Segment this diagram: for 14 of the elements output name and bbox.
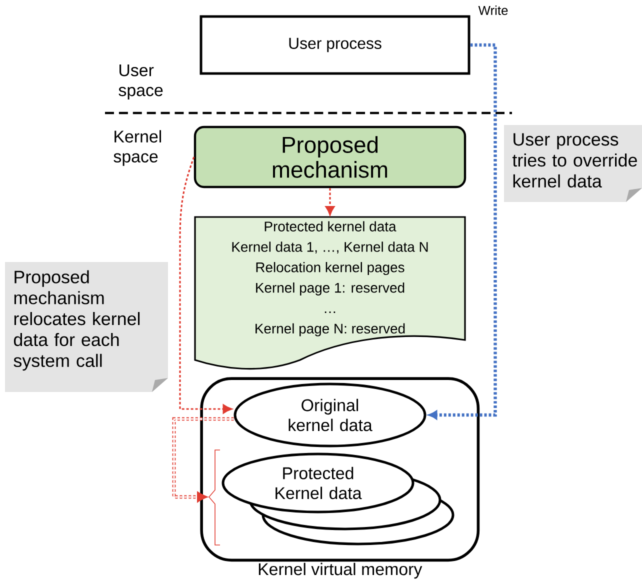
callout: User process tries to override kernel data bbox=[504, 125, 642, 202]
user-process-box: User process bbox=[200, 15, 470, 75]
edge-label: Write bbox=[478, 6, 508, 15]
node-label: Kernel virtual memory bbox=[258, 562, 422, 579]
arrow bbox=[172, 417, 234, 503]
arrow bbox=[325, 188, 335, 216]
stacked-ellipses: Protected Kernel data bbox=[208, 450, 454, 546]
side-label: User space bbox=[118, 64, 163, 100]
mechanism-box: Proposed mechanism bbox=[194, 126, 466, 188]
node-label: Protected bbox=[283, 466, 354, 480]
arrow bbox=[179, 156, 232, 414]
callout: Proposed mechanism relocates kernel data for each system call bbox=[5, 262, 168, 392]
arrow bbox=[428, 43, 497, 420]
side-label: Kernel space bbox=[114, 130, 162, 166]
